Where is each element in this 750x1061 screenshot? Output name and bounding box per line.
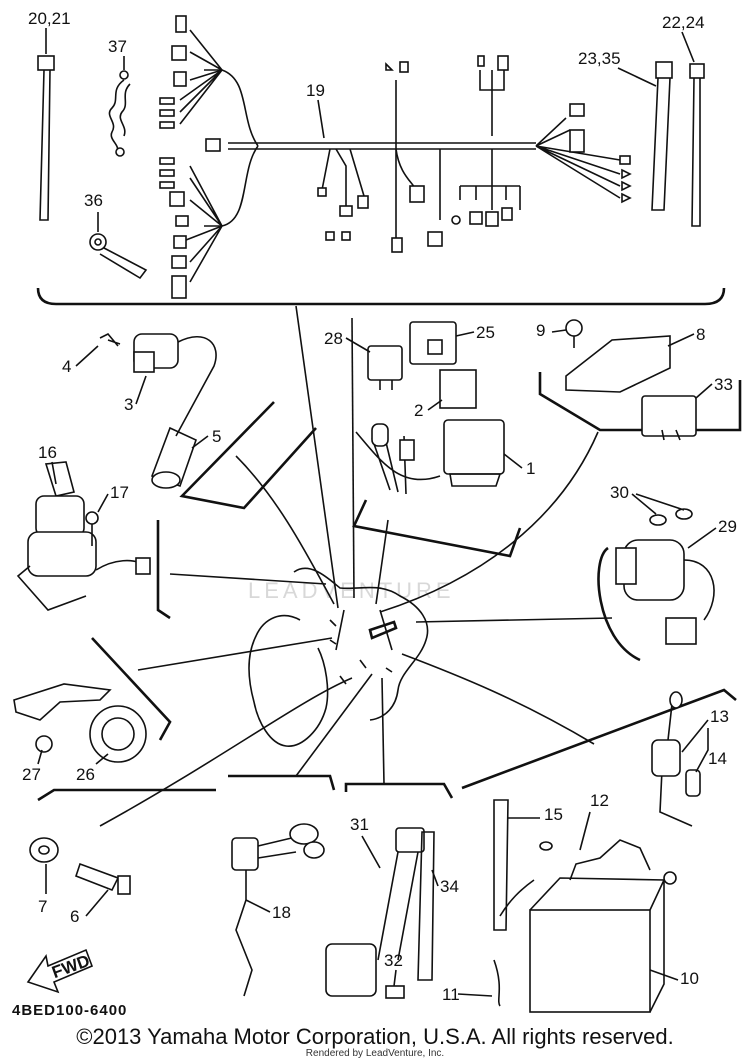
- fuse-holder-part: [651, 691, 701, 827]
- subgroup-brackets: [37, 372, 742, 802]
- callout-11: 11: [442, 985, 460, 1004]
- callout-7: 7: [38, 897, 47, 916]
- callout-5: 5: [212, 427, 221, 446]
- ignition-coil-part: [99, 333, 217, 489]
- callout-4: 4: [62, 357, 71, 376]
- callout-18: 18: [272, 903, 291, 922]
- callout-27: 27: [22, 765, 41, 784]
- horn-part: [13, 683, 147, 763]
- callout-14: 14: [708, 749, 727, 768]
- callout-26: 26: [76, 765, 95, 784]
- callout-16: 16: [38, 443, 57, 462]
- diagram-code: 4BED100-6400: [12, 1002, 128, 1019]
- callout-20-21: 20,21: [28, 9, 71, 28]
- callout-17: 17: [110, 483, 129, 502]
- callout-28: 28: [324, 329, 343, 348]
- rendered-by-text: Rendered by LeadVenture, Inc.: [305, 1048, 445, 1059]
- callout-2: 2: [414, 401, 423, 420]
- long-cable-tie-part: [651, 61, 705, 227]
- main-switch-part: [16, 461, 151, 611]
- callout-1: 1: [526, 459, 535, 478]
- callout-10: 10: [680, 969, 699, 988]
- callout-31: 31: [350, 815, 369, 834]
- plug-lead-part: [231, 823, 325, 997]
- callout-37: 37: [108, 37, 127, 56]
- relay-parts: [355, 321, 505, 495]
- callout-3: 3: [124, 395, 133, 414]
- clamp-part: [108, 70, 131, 157]
- leader-lines: [99, 305, 613, 827]
- callout-34: 34: [440, 877, 459, 896]
- callout-8: 8: [696, 325, 705, 344]
- brake-switch-part: [325, 827, 435, 999]
- callout-6: 6: [70, 907, 79, 926]
- motorcycle-outline: [248, 567, 429, 747]
- callout-30: 30: [610, 483, 629, 502]
- fwd-label: FWD: [49, 951, 92, 982]
- starter-relay-part: [615, 508, 715, 645]
- ground-lead-part: [89, 233, 148, 280]
- callout-leaders: [37, 28, 717, 997]
- callout-25: 25: [476, 323, 495, 342]
- callout-19: 19: [306, 81, 325, 100]
- callout-33: 33: [714, 375, 733, 394]
- wire-harness-part: [159, 15, 632, 299]
- forward-arrow-icon: FWD: [26, 948, 94, 994]
- rectifier-parts: [565, 319, 697, 441]
- callout-29: 29: [718, 517, 737, 536]
- callout-9: 9: [536, 321, 545, 340]
- callout-23-35: 23,35: [578, 49, 621, 68]
- harness-group-bracket: [36, 287, 726, 306]
- callout-32: 32: [384, 951, 403, 970]
- callout-36: 36: [84, 191, 103, 210]
- callout-15: 15: [544, 805, 563, 824]
- callout-12: 12: [590, 791, 609, 810]
- copyright-text: ©2013 Yamaha Motor Corporation, U.S.A. A…: [76, 1024, 674, 1049]
- neutral-switch-part: [29, 837, 131, 895]
- cable-tie-part: [37, 55, 55, 221]
- battery-part: [493, 799, 677, 1013]
- callout-22-24: 22,24: [662, 13, 705, 32]
- callout-13: 13: [710, 707, 729, 726]
